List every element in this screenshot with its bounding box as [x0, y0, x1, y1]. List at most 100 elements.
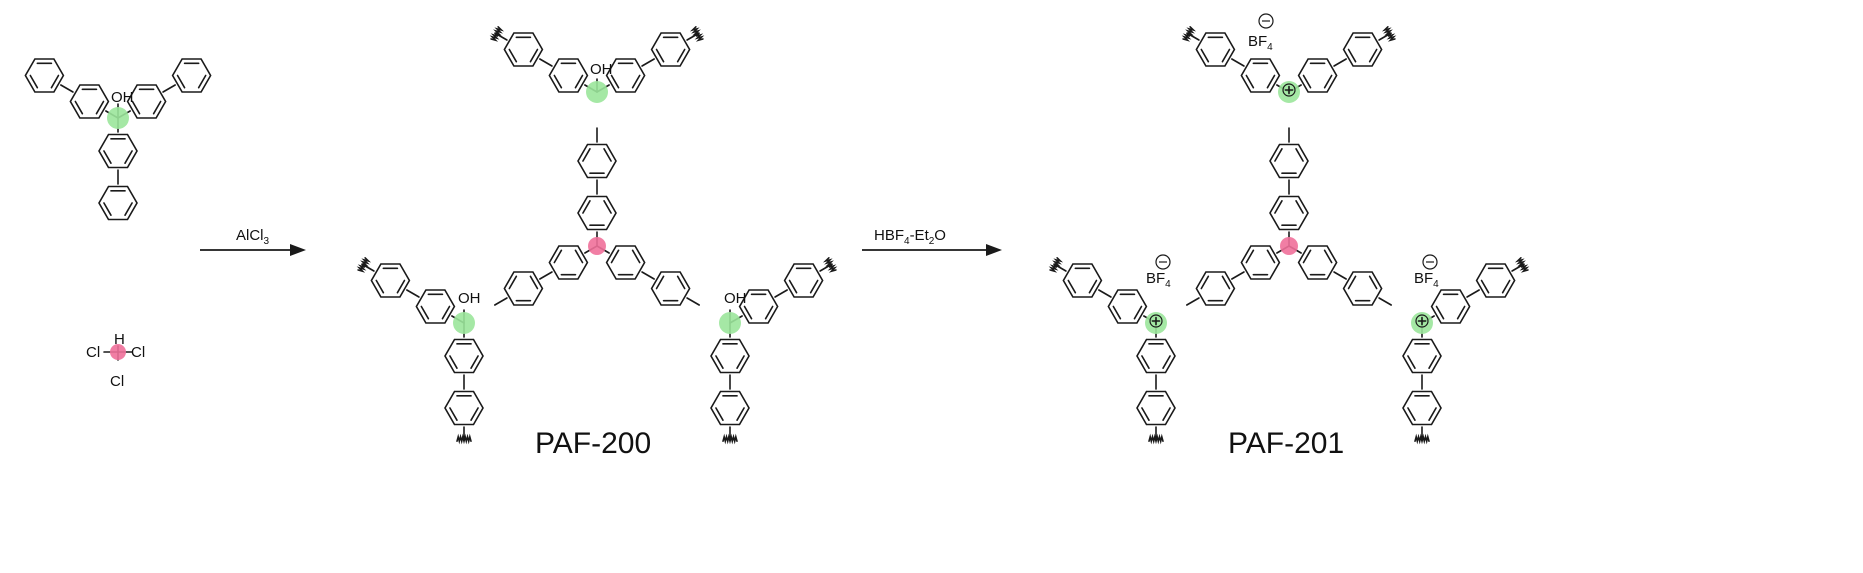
ring-layer: [24, 32, 1516, 426]
phenyl-ring: [503, 271, 544, 306]
ring-double-bond: [470, 407, 479, 421]
ring-outline: [650, 32, 691, 67]
ring-double-bond: [1200, 275, 1210, 290]
ring-outline: [1297, 58, 1338, 93]
ring-double-bond: [449, 355, 458, 369]
ring-outline: [577, 143, 617, 179]
ring-double-bond: [1133, 305, 1143, 320]
ring-outline: [126, 84, 167, 119]
ring-double-bond: [131, 100, 141, 115]
ring-outline: [1195, 271, 1236, 306]
ring-double-bond: [103, 150, 112, 164]
ring-double-bond: [103, 202, 112, 216]
ring-double-bond: [1407, 355, 1416, 369]
bond: [1186, 297, 1200, 306]
ring-double-bond: [1112, 305, 1122, 320]
bond: [819, 264, 832, 272]
ring-double-bond: [715, 355, 724, 369]
bond: [60, 84, 74, 93]
ring-double-bond: [1295, 200, 1304, 214]
bond: [686, 33, 699, 41]
ring-double-bond: [809, 279, 819, 294]
ring-outline: [444, 338, 484, 374]
phenyl-ring: [650, 32, 691, 67]
phenyl-ring: [577, 195, 617, 231]
phenyl-ring: [1269, 195, 1309, 231]
ring-double-bond: [529, 48, 539, 63]
ring-double-bond: [1221, 48, 1231, 63]
wavy-bond: [1381, 26, 1397, 42]
phenyl-ring: [710, 338, 750, 374]
ring-outline: [783, 263, 824, 298]
ring-double-bond: [655, 48, 665, 63]
svg-text:BF4: BF4: [1248, 33, 1273, 53]
ring-outline: [1107, 289, 1148, 324]
ring-outline: [738, 289, 779, 324]
ring-double-bond: [1141, 355, 1150, 369]
ring-double-bond: [582, 200, 591, 214]
ring-double-bond: [631, 249, 641, 264]
ring-double-bond: [1435, 305, 1445, 320]
phenyl-ring: [1430, 289, 1471, 324]
wavy-bond: [689, 26, 705, 42]
ring-outline: [1240, 245, 1281, 280]
ring-double-bond: [1456, 305, 1466, 320]
phenyl-ring: [1269, 143, 1309, 179]
ring-double-bond: [736, 355, 745, 369]
wavy-bond: [722, 433, 738, 445]
ring-outline: [503, 32, 544, 67]
ring-double-bond: [508, 48, 518, 63]
ring-outline: [69, 84, 110, 119]
phenyl-ring: [605, 58, 646, 93]
ring-double-bond: [631, 74, 641, 89]
ring-outline: [1430, 289, 1471, 324]
reagent-alcl3: AlCl3: [236, 227, 270, 247]
cation-charge: [1282, 83, 1296, 97]
phenyl-ring: [503, 32, 544, 67]
chloroform-h: H: [114, 331, 125, 348]
bond-layer: [60, 26, 1530, 445]
ring-double-bond: [610, 249, 620, 264]
ring-outline: [1342, 271, 1383, 306]
wavy-bond: [822, 257, 838, 273]
ring-outline: [1062, 263, 1103, 298]
ring-double-bond: [124, 150, 133, 164]
ring-outline: [98, 185, 138, 221]
wavy-bond: [356, 257, 372, 273]
ring-outline: [1269, 195, 1309, 231]
ring-double-bond: [603, 200, 612, 214]
phenyl-ring: [415, 289, 456, 324]
ring-outline: [1136, 390, 1176, 426]
phenyl-ring: [577, 143, 617, 179]
ring-outline: [710, 338, 750, 374]
ring-double-bond: [1274, 148, 1283, 162]
phenyl-ring: [548, 245, 589, 280]
phenyl-ring: [1136, 390, 1176, 426]
phenyl-ring: [1107, 289, 1148, 324]
hydroxyl-label-monomer: OH: [111, 89, 134, 106]
methine-highlight: [588, 237, 606, 255]
counterion-left: BF4: [1146, 254, 1171, 290]
ring-double-bond: [529, 275, 539, 290]
ring-double-bond: [29, 74, 39, 89]
ring-outline: [1402, 390, 1442, 426]
ring-double-bond: [1266, 74, 1276, 89]
bond: [641, 271, 655, 280]
ring-outline: [98, 133, 138, 169]
counterion-top: BF4: [1248, 13, 1274, 53]
hydroxyl-label-left: OH: [458, 290, 481, 307]
ring-double-bond: [764, 305, 774, 320]
ring-double-bond: [1088, 279, 1098, 294]
ring-double-bond: [1221, 275, 1231, 290]
ring-double-bond: [1295, 148, 1304, 162]
ring-double-bond: [1368, 48, 1378, 63]
reaction-arrow-2: [862, 244, 1002, 256]
ring-outline: [1240, 58, 1281, 93]
cation-charge: [1149, 314, 1163, 328]
hydroxyl-label-right: OH: [724, 290, 747, 307]
svg-text:BF4: BF4: [1146, 270, 1171, 290]
ring-double-bond: [655, 275, 665, 290]
bond: [1231, 271, 1245, 280]
phenyl-ring: [650, 271, 691, 306]
ring-double-bond: [1480, 279, 1490, 294]
